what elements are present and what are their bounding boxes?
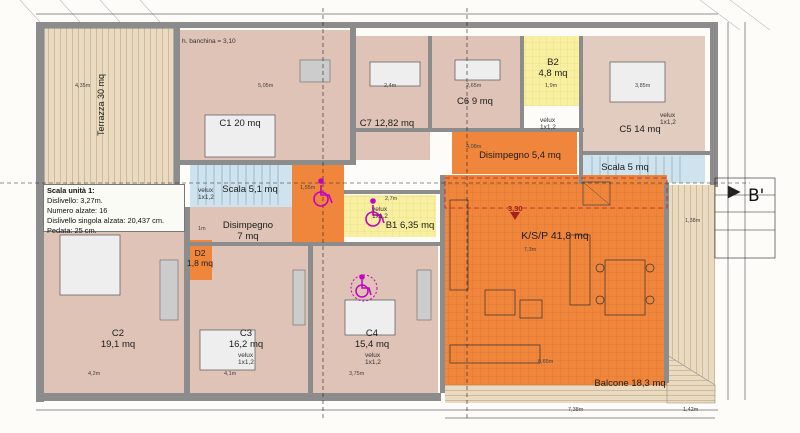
furniture-beds bbox=[59, 59, 666, 371]
dimension-text: 4,35m bbox=[75, 83, 91, 89]
hall-upper-floor bbox=[452, 132, 577, 174]
dimension-text: 1,42m bbox=[683, 407, 699, 413]
dimension-text: 2,65m bbox=[466, 83, 482, 89]
section-label: B' bbox=[748, 186, 765, 206]
east-balcony-floor bbox=[667, 185, 715, 385]
room-label-balcone: Balcone 18,3 mq bbox=[594, 378, 666, 389]
wheelchair-icon bbox=[313, 178, 333, 207]
dimension-text: 3,75m bbox=[349, 371, 365, 377]
level-label: 3,30 bbox=[508, 204, 523, 213]
room-label-disimpegno-upper: Disimpegno 5,4 mq bbox=[479, 150, 561, 161]
room-label-c1: C1 20 mq bbox=[219, 118, 261, 129]
dimension-text: 4,1m bbox=[224, 371, 237, 377]
kitchen-furniture bbox=[449, 199, 655, 364]
stair-left-floor bbox=[190, 165, 292, 207]
room-c6-floor bbox=[430, 36, 520, 132]
wheelchair-icon bbox=[365, 198, 385, 227]
dimension-text: 2,7m bbox=[385, 196, 398, 202]
banchina-note: h. banchina = 3,10 bbox=[182, 38, 236, 45]
dimension-text: 4,08m bbox=[466, 144, 482, 150]
hall-left-floor bbox=[190, 207, 292, 245]
room-b2-floor bbox=[524, 36, 579, 106]
stair-info-row: Numero alzate: 16 bbox=[47, 206, 108, 215]
room-ksp-floor bbox=[445, 175, 667, 385]
dimension-text: 1,38m bbox=[685, 218, 701, 224]
north-wall bbox=[36, 22, 718, 28]
reference-lines bbox=[0, 8, 750, 420]
south-wall bbox=[36, 393, 441, 401]
stair-info-box: Scala unità 1: Dislivello: 3,27m. Numero… bbox=[43, 184, 185, 235]
room-c7-floor bbox=[355, 36, 430, 160]
room-label-c7: C7 12,82 mq bbox=[359, 118, 415, 129]
red-section-lines bbox=[444, 177, 668, 209]
dimension-text: 8,65m bbox=[538, 359, 554, 365]
room-b1-floor bbox=[344, 195, 436, 237]
dimension-text: 1,9m bbox=[545, 83, 558, 89]
internal-walls bbox=[44, 28, 710, 395]
dimension-text: 1m bbox=[198, 226, 206, 232]
terrace-label: Terrazza 30 mq bbox=[96, 73, 107, 137]
dimension-text: 7,3m bbox=[524, 247, 537, 253]
furniture-wardrobes bbox=[159, 59, 432, 326]
west-wall bbox=[36, 22, 44, 402]
stair-info-row: Dislivello: 3,27m. bbox=[47, 196, 103, 205]
wheelchair-icons bbox=[313, 178, 385, 302]
dimension-text: 4,2m bbox=[88, 371, 101, 377]
wheelchair-icon bbox=[350, 274, 378, 302]
level-marker-icon bbox=[510, 212, 520, 220]
balcony-floor bbox=[445, 385, 715, 403]
terrace-floor bbox=[43, 27, 175, 186]
room-label-ksp: K/S/P 41,8 mq bbox=[521, 230, 589, 242]
stair-info-row: Dislivello singola alzata: 20,437 cm. bbox=[47, 216, 165, 225]
room-d2-floor bbox=[188, 240, 212, 280]
east-wall bbox=[710, 22, 718, 187]
dimension-text: 1,55m bbox=[300, 185, 316, 191]
balcony-corner bbox=[666, 354, 716, 404]
stair-left-treads bbox=[197, 165, 279, 205]
room-label-scala-left: Scala 5,1 mq bbox=[222, 184, 278, 195]
stair-info-row: Pedata: 25 cm. bbox=[47, 226, 97, 235]
dimension-text: 7,38m bbox=[568, 407, 584, 413]
room-label-scala-right: Scala 5 mq bbox=[601, 162, 649, 173]
stair-info-title: Scala unità 1: bbox=[47, 186, 95, 195]
room-label-c6: C6 9 mq bbox=[457, 96, 493, 107]
site-hatch bbox=[19, 0, 771, 31]
room-label-b1: B1 6,35 mq bbox=[385, 220, 435, 231]
dimension-text: 3,85m bbox=[635, 83, 651, 89]
dimension-text: 5,05m bbox=[258, 83, 274, 89]
room-label-c5: C5 14 mq bbox=[619, 124, 661, 135]
dimension-text: 2,4m bbox=[384, 83, 397, 89]
dimension-chains bbox=[36, 13, 746, 419]
